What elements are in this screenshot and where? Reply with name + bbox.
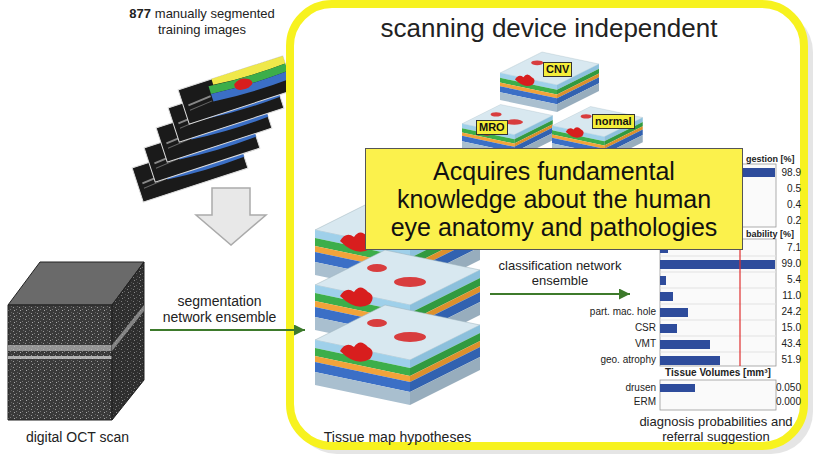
bar-chart — [660, 256, 776, 257]
value-label: 11.0 — [782, 290, 801, 302]
value-label: 0.4 — [787, 199, 801, 211]
panel-outline — [290, 4, 813, 454]
oct-volume — [112, 262, 144, 420]
value-label: 0.5 — [787, 183, 801, 195]
edge-label: classification network ensemble — [495, 259, 625, 289]
panel-outline — [290, 4, 804, 446]
bar-chart — [739, 240, 740, 366]
bar-chart — [660, 320, 776, 321]
oct-volume — [8, 305, 112, 420]
edge-label: segmentation network ensemble — [155, 293, 285, 325]
bar-chart — [660, 292, 673, 301]
bar-chart — [660, 308, 688, 317]
bar-chart — [660, 288, 776, 289]
flow-arrow — [490, 293, 630, 295]
bar-chart — [660, 352, 776, 353]
down-arrow — [196, 188, 266, 245]
bar-chart — [660, 380, 776, 410]
row-label: CSR — [635, 322, 656, 334]
row-label: part. mac. hole — [590, 306, 656, 318]
oct-volume — [8, 345, 112, 351]
condition-models — [462, 52, 643, 162]
highlight-box: Acquires fundamental knowledge about the… — [365, 148, 743, 250]
down-arrow — [196, 188, 266, 245]
node-text: normal — [595, 115, 632, 128]
bar-chart — [660, 304, 776, 305]
value-label: 15.0 — [782, 322, 801, 334]
bar-chart — [660, 260, 775, 269]
value-label: 43.4 — [782, 338, 801, 350]
value-label: 7.1 — [787, 242, 801, 254]
condition-tag: MRO — [476, 120, 508, 135]
value-label: 99.0 — [782, 258, 801, 270]
node-text: manually segmented training images — [155, 6, 275, 37]
value-label: 24.2 — [782, 306, 801, 318]
bar-chart — [660, 356, 720, 365]
flow-arrow — [150, 329, 305, 331]
bar-chart — [660, 272, 776, 273]
value-label: 0.2 — [787, 215, 801, 227]
bar-chart — [660, 384, 695, 392]
bar-chart — [660, 239, 776, 366]
figure-node: digital OCT scan — [5, 255, 150, 445]
node-text: digital OCT scan — [26, 429, 129, 445]
row-label: ERM — [634, 396, 656, 408]
tissue-map-stack — [315, 305, 480, 405]
condition-tag: CNV — [543, 62, 572, 77]
node-text: diagnosis probabilities and referral sug… — [630, 415, 802, 445]
value-label: 51.9 — [782, 354, 801, 366]
chart-heading: bability [%] — [746, 228, 794, 240]
node-text: scanning device independent — [381, 14, 718, 44]
bar-chart — [660, 336, 776, 337]
node-text: MRO — [479, 121, 505, 134]
node-text: CNV — [546, 63, 569, 76]
bar-chart — [660, 276, 666, 285]
value-label: 98.9 — [782, 167, 801, 179]
bar-chart — [660, 324, 677, 333]
row-label: drusen — [625, 382, 656, 394]
oct-volume — [8, 356, 112, 359]
value-label: 0.000 — [776, 396, 801, 408]
condition-tag: normal — [592, 114, 635, 129]
node-text: Tissue map hypotheses — [324, 429, 471, 445]
node-text: 877 — [129, 6, 151, 21]
row-label: VMT — [635, 338, 656, 350]
training-images — [132, 56, 294, 202]
condition-models — [500, 52, 599, 112]
figure-caption: 877 manually segmented training images — [118, 6, 286, 37]
oct-volume — [112, 305, 144, 351]
value-label: 0.050 — [776, 382, 801, 394]
row-label: geo. atrophy — [600, 354, 656, 366]
node-text: Acquires fundamental knowledge about the… — [378, 157, 730, 241]
value-label: 5.4 — [787, 274, 801, 286]
chart-heading: Tissue Volumes [mm³] — [665, 367, 771, 379]
training-images — [178, 56, 294, 124]
bar-chart — [660, 340, 710, 349]
chart-heading: gestion [%] — [746, 153, 795, 165]
oct-volume — [112, 262, 144, 420]
oct-volume — [8, 262, 144, 420]
feature-panel: scanning device independentCNV MRO normalT… — [290, 4, 808, 448]
